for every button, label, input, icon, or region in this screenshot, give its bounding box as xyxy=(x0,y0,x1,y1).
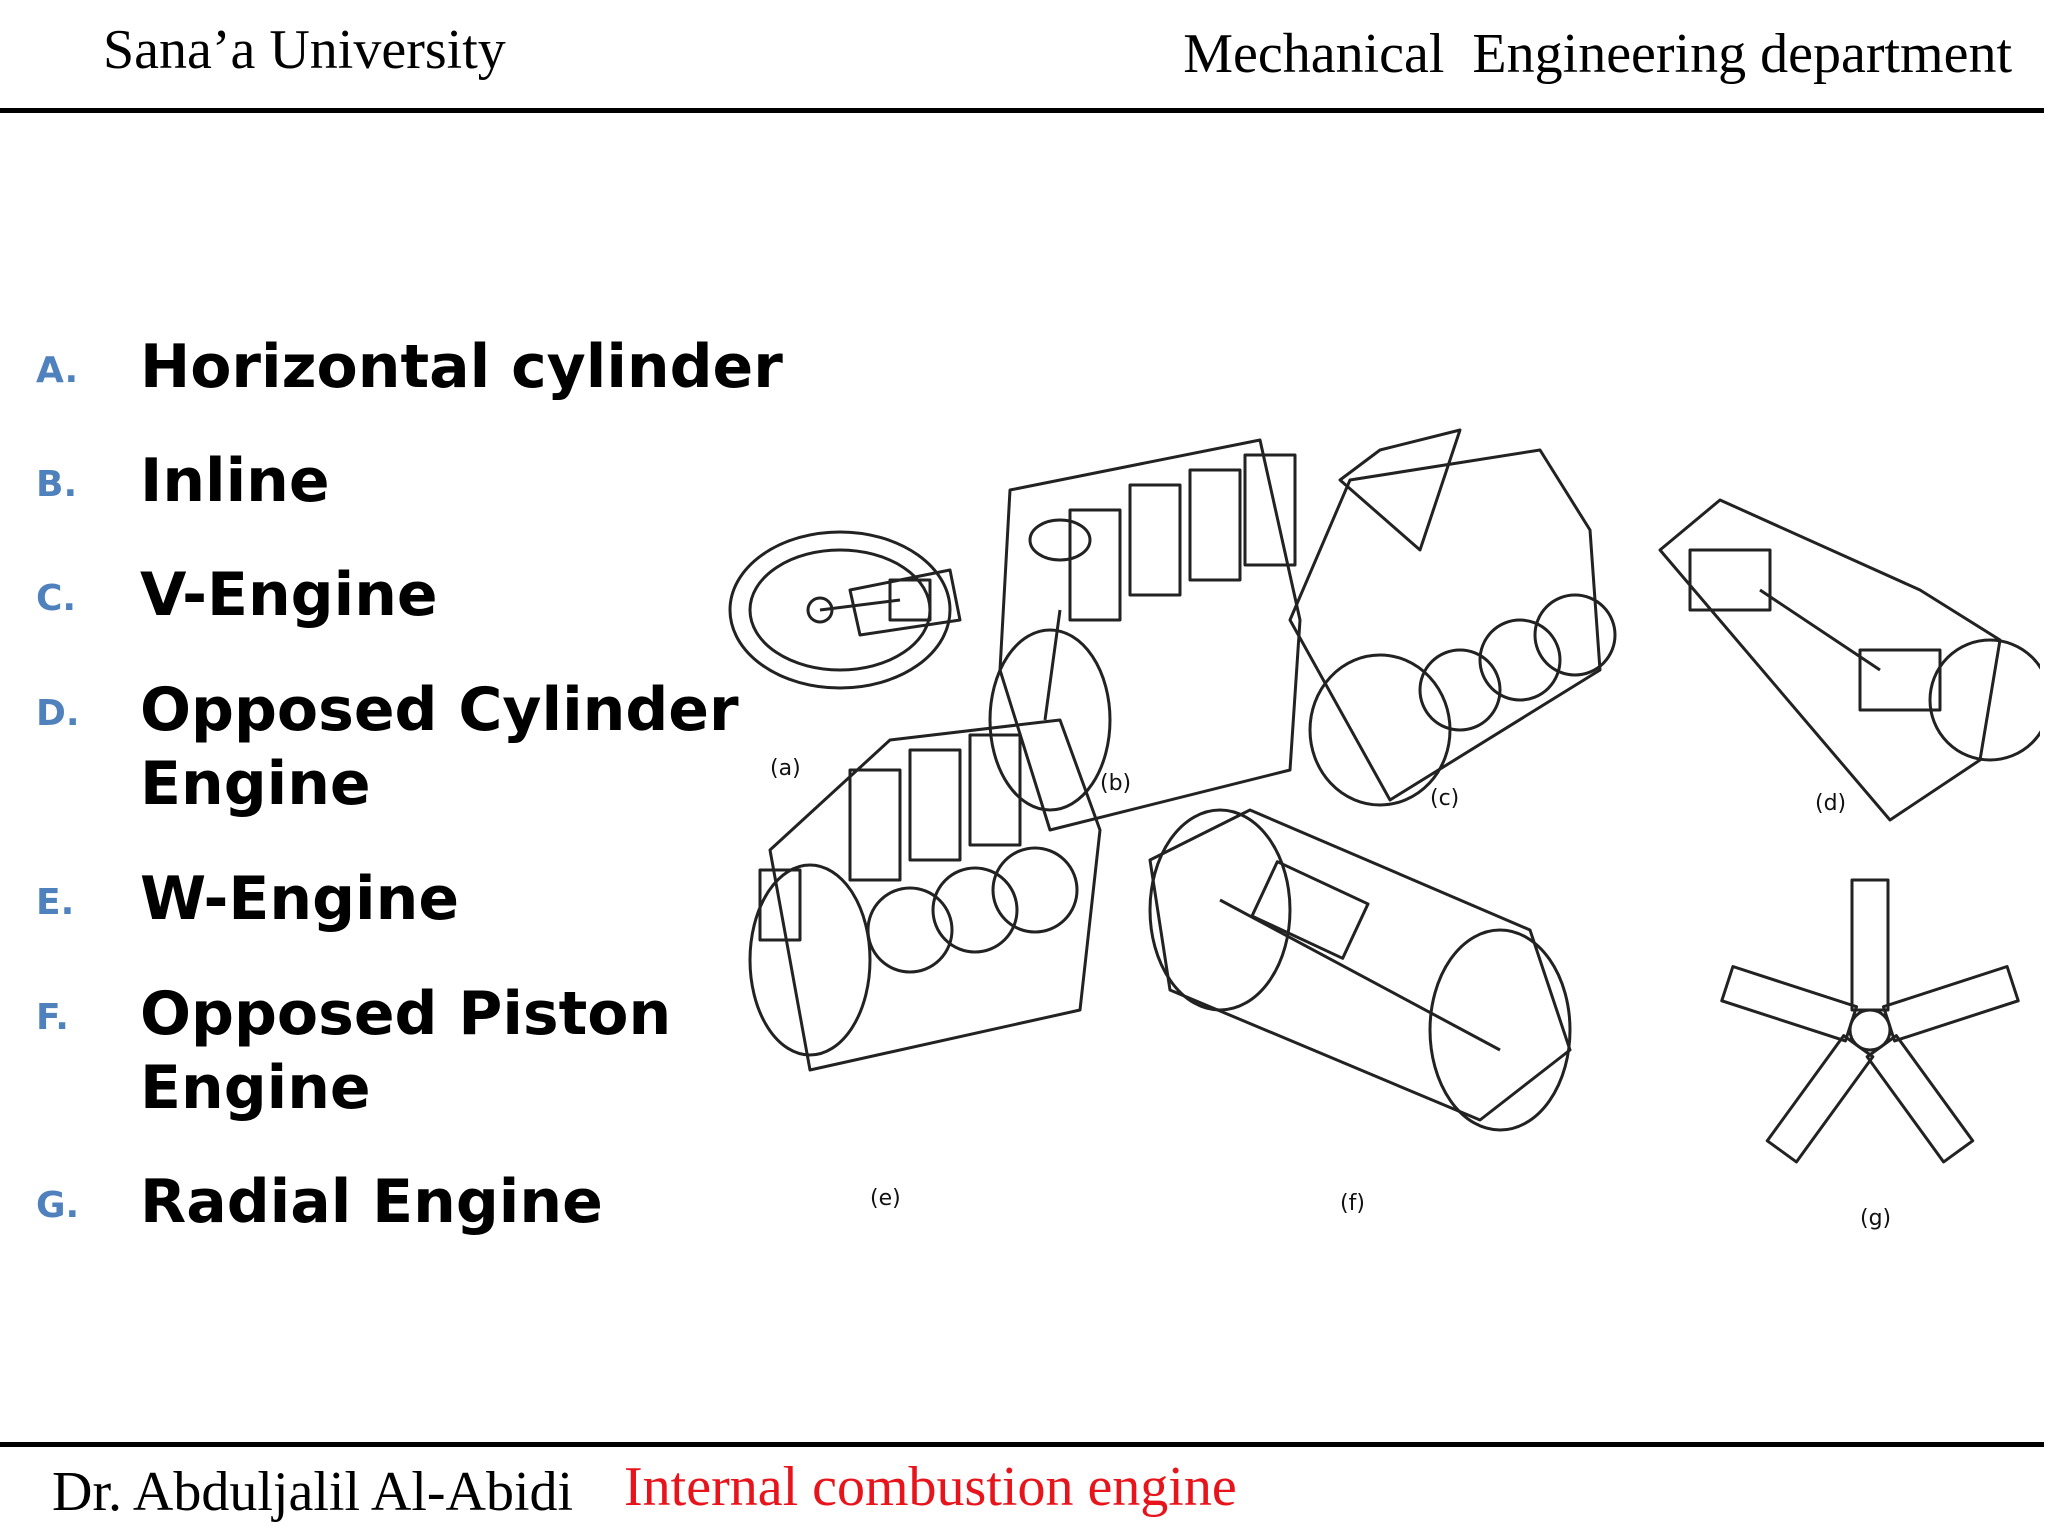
sketch-v-engine xyxy=(1288,428,1617,807)
list-marker: F. xyxy=(36,997,69,1038)
header-divider xyxy=(0,108,2044,113)
sketch-radial xyxy=(1720,878,2020,1164)
sketch-opposed-piston xyxy=(1148,808,1572,1132)
sketch-opposed-cylinder xyxy=(1658,498,2048,822)
list-item-text-cont: Engine xyxy=(140,749,371,819)
engine-sketch-svg: (a) (b) (c) (d) (e) (f) (g) xyxy=(728,428,2048,1231)
list-item-text: Opposed Piston xyxy=(140,979,672,1049)
list-item-text: V-Engine xyxy=(140,560,438,630)
list-marker: E. xyxy=(36,882,75,923)
university-name: Sana’a University xyxy=(103,19,506,81)
list-marker: B. xyxy=(36,464,78,505)
list-item-text-cont: Engine xyxy=(140,1053,371,1123)
figure-label-f: (f) xyxy=(1340,1191,1365,1216)
list-marker: C. xyxy=(36,578,77,619)
figure-label-e: (e) xyxy=(870,1186,901,1211)
figure-label-a: (a) xyxy=(770,756,801,781)
list-marker: A. xyxy=(36,350,79,391)
sketch-w-engine xyxy=(748,718,1102,1072)
list-item-text: Radial Engine xyxy=(140,1167,603,1237)
author-name: Dr. Abduljalil Al-Abidi xyxy=(52,1461,574,1523)
figure-label-g: (g) xyxy=(1860,1206,1891,1231)
list-marker: D. xyxy=(36,693,80,734)
course-title: Internal combustion engine xyxy=(624,1456,1237,1518)
engine-configurations-figure: (a) (b) (c) (d) (e) (f) (g) xyxy=(700,290,2048,1260)
list-item-text: W-Engine xyxy=(140,864,460,934)
sketch-horizontal-cylinder xyxy=(728,530,962,690)
figure-label-d: (d) xyxy=(1815,791,1846,816)
list-marker: G. xyxy=(36,1185,80,1226)
list-item-text: Opposed Cylinder xyxy=(140,675,739,745)
department-name: Mechanical Engineering department xyxy=(1183,23,2012,85)
figure-label-c: (c) xyxy=(1430,786,1459,811)
figure-label-b: (b) xyxy=(1100,771,1131,796)
list-item-text: Inline xyxy=(140,446,330,516)
footer-divider xyxy=(0,1442,2044,1447)
sketch-inline xyxy=(988,438,1302,832)
list-item-text: Horizontal cylinder xyxy=(140,332,783,402)
